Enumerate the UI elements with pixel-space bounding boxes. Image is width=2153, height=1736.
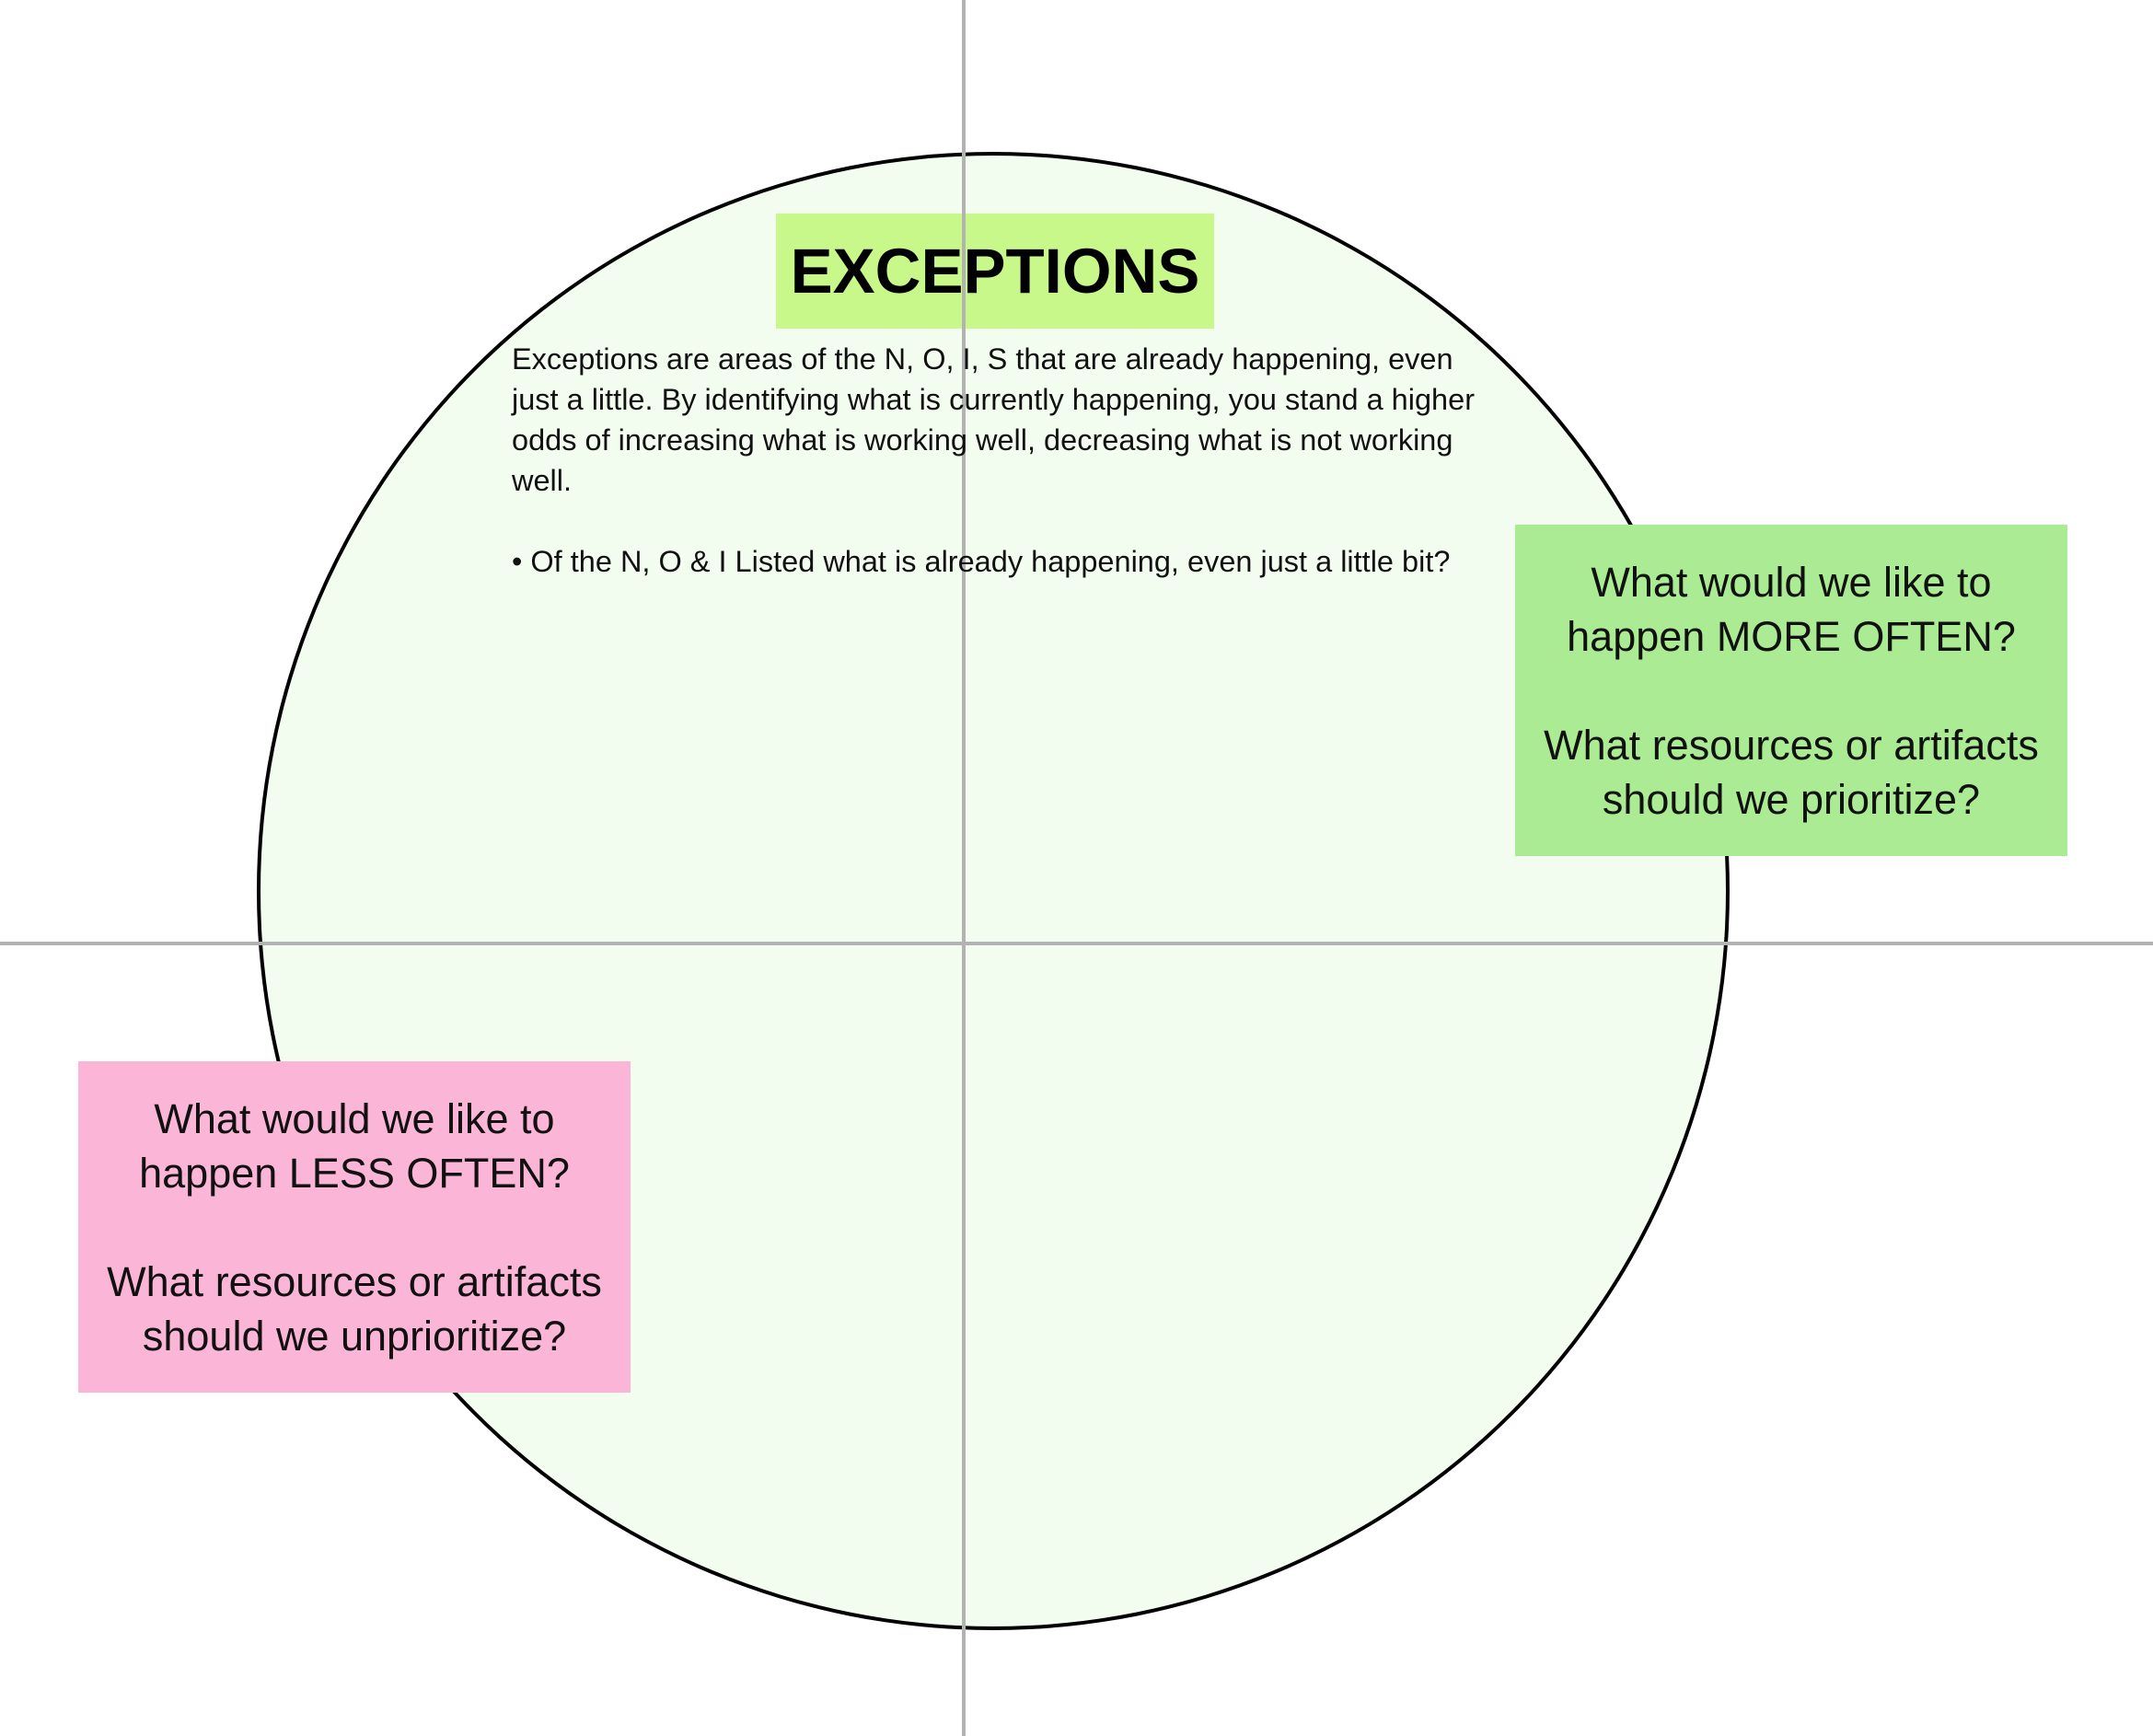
description-bullet: • Of the N, O & I Listed what is already…	[512, 545, 1451, 578]
title-sticky-note[interactable]: EXCEPTIONS	[776, 214, 1214, 329]
less-often-followup: What resources or artifacts should we un…	[107, 1257, 602, 1360]
less-often-sticky-note[interactable]: What would we like to happen LESS OFTEN?…	[78, 1061, 631, 1393]
less-often-question: What would we like to happen LESS OFTEN?	[139, 1094, 570, 1197]
description-text-block[interactable]: Exceptions are areas of the N, O, I, S t…	[512, 339, 1487, 622]
more-often-followup: What resources or artifacts should we pr…	[1544, 721, 2039, 823]
vertical-axis-line[interactable]	[962, 0, 966, 1736]
title-text: EXCEPTIONS	[790, 236, 1200, 307]
more-often-question: What would we like to happen MORE OFTEN?	[1567, 558, 2016, 660]
description-paragraph: Exceptions are areas of the N, O, I, S t…	[512, 342, 1476, 497]
more-often-sticky-note[interactable]: What would we like to happen MORE OFTEN?…	[1515, 525, 2067, 856]
horizontal-axis-line[interactable]	[0, 942, 2153, 945]
